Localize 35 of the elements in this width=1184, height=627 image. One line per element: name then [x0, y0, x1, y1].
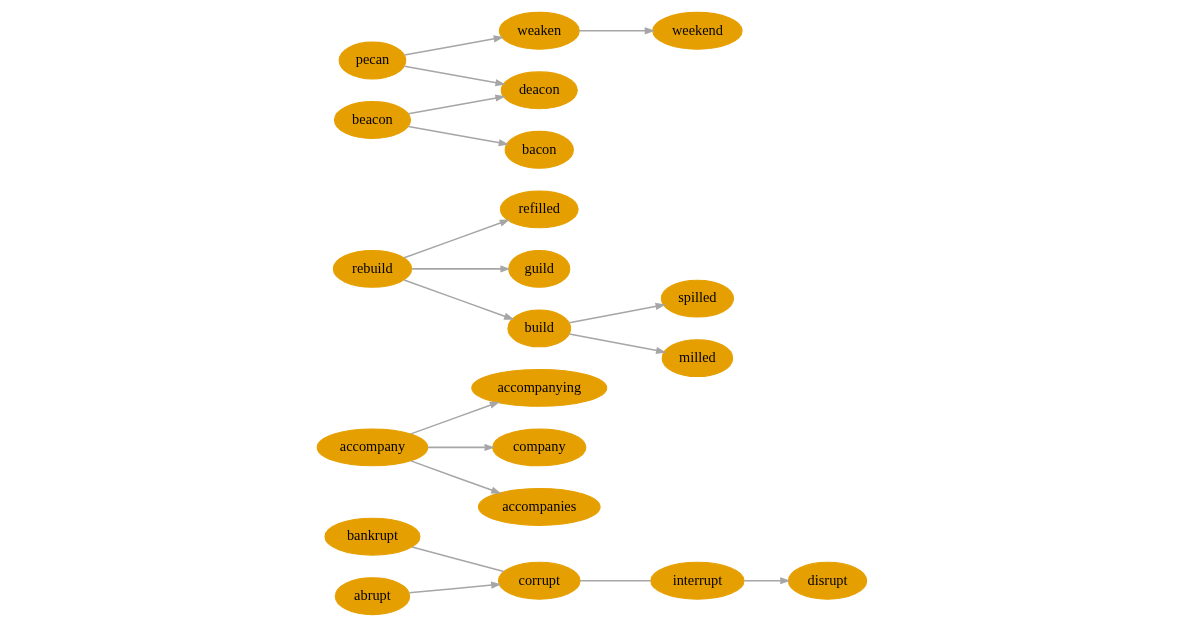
- arrow: [410, 460, 502, 494]
- node-ellipse: disrupt: [787, 561, 868, 600]
- node-ellipse: abrupt: [334, 577, 411, 616]
- node-ellipse: rebuild: [332, 249, 413, 288]
- node-ellipse: weaken: [498, 11, 580, 50]
- node-ellipse: weekend: [652, 11, 743, 50]
- node-ellipse: build: [507, 309, 572, 348]
- node-ellipse: guild: [508, 249, 571, 288]
- node-ellipse: accompany: [316, 428, 429, 467]
- arrow: [403, 65, 506, 87]
- node-ellipse: bankrupt: [324, 517, 421, 556]
- node-ellipse: corrupt: [497, 561, 581, 600]
- arrow: [743, 577, 791, 585]
- arrow: [407, 94, 506, 115]
- arrow: [578, 27, 655, 35]
- node-ellipse: pecan: [338, 41, 407, 80]
- arrow: [403, 279, 515, 320]
- arrow: [427, 443, 495, 451]
- arrow: [403, 35, 504, 56]
- node-ellipse: interrupt: [650, 561, 745, 600]
- node-ellipse: beacon: [333, 101, 412, 140]
- connector: [579, 580, 652, 582]
- node-ellipse: deacon: [500, 71, 578, 110]
- arrow: [568, 302, 666, 324]
- arrow: [568, 333, 667, 354]
- arrow: [407, 125, 509, 147]
- node-ellipse: bacon: [504, 130, 574, 169]
- node-ellipse: spilled: [660, 279, 735, 318]
- arrow: [403, 219, 510, 259]
- connector: [411, 546, 505, 573]
- node-ellipse: milled: [661, 339, 734, 378]
- node-ellipse: company: [492, 428, 587, 467]
- arrow: [410, 401, 501, 435]
- arrow: [411, 265, 511, 273]
- arrow: [408, 581, 502, 594]
